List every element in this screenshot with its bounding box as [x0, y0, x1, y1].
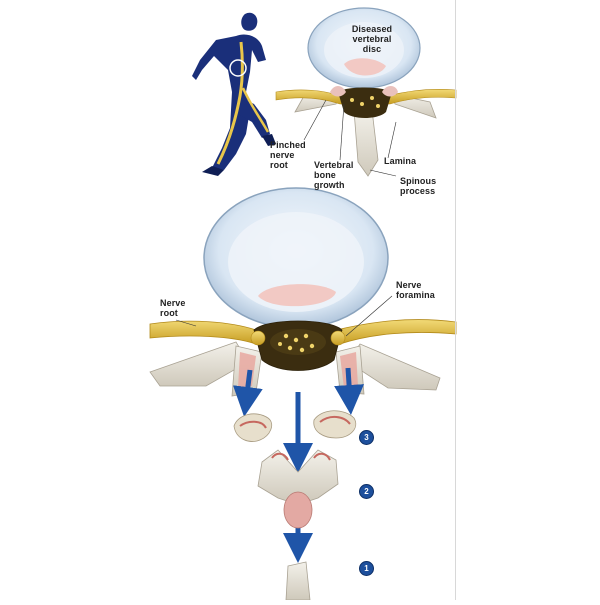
label-diseased-disc: Diseased vertebral disc: [351, 24, 393, 54]
large-vertebra: [149, 187, 457, 397]
label-vertebral-bone-growth: Vertebral bone growth: [314, 160, 354, 190]
removed-bone-fragments: [233, 410, 357, 442]
step-arrows: [232, 367, 365, 563]
label-nerve-root: Nerve root: [160, 298, 186, 318]
step-badge-3: 3: [359, 430, 374, 445]
top-leader-lines: [303, 99, 397, 177]
label-spinous-process: Spinous process: [400, 176, 437, 196]
label-pinched-nerve-root: Pinched nerve root: [270, 140, 306, 170]
page-divider: [455, 0, 456, 600]
top-vertebra: [275, 7, 457, 177]
spinous-stub: [285, 561, 311, 601]
highlight-circle: [229, 59, 247, 77]
step-badge-2: 2: [359, 484, 374, 499]
step-badge-1: 1: [359, 561, 374, 576]
large-leader-lines: [175, 295, 393, 337]
running-figure: [192, 12, 276, 176]
lamina-piece: [257, 449, 339, 529]
label-nerve-foramina: Nerve foramina: [396, 280, 435, 300]
label-lamina: Lamina: [384, 156, 417, 166]
